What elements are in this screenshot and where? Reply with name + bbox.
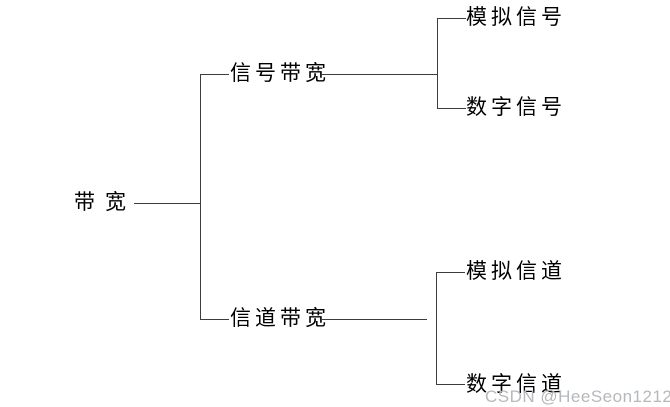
branch-node-channel-bandwidth: 信道带宽 bbox=[230, 306, 330, 330]
root-node-bandwidth: 带宽 bbox=[74, 190, 136, 214]
connector-root-horizontal bbox=[134, 203, 200, 204]
connector-bottom-branch-horizontal bbox=[321, 319, 427, 320]
branch-node-signal-bandwidth: 信号带宽 bbox=[230, 61, 330, 85]
connector-analog-channel-stub bbox=[437, 272, 465, 273]
leaf-node-analog-signal: 模拟信号 bbox=[466, 5, 566, 29]
connector-bottom-branch-stub bbox=[200, 319, 229, 320]
connector-digital-signal-stub bbox=[438, 108, 466, 109]
connector-bottom-right-bracket-vertical bbox=[436, 272, 437, 385]
leaf-node-analog-channel: 模拟信道 bbox=[466, 259, 566, 283]
connector-left-bracket-vertical bbox=[200, 74, 201, 320]
connector-top-branch-horizontal bbox=[321, 74, 438, 75]
connector-top-right-bracket-vertical bbox=[437, 18, 438, 109]
connector-analog-signal-stub bbox=[438, 18, 466, 19]
csdn-watermark: CSDN @HeeSeon1212 bbox=[485, 387, 670, 406]
connector-digital-channel-stub bbox=[437, 384, 465, 385]
connector-top-branch-stub bbox=[200, 74, 229, 75]
leaf-node-digital-signal: 数字信号 bbox=[466, 95, 566, 119]
leaf-node-digital-channel: 数字信道 bbox=[466, 372, 566, 396]
